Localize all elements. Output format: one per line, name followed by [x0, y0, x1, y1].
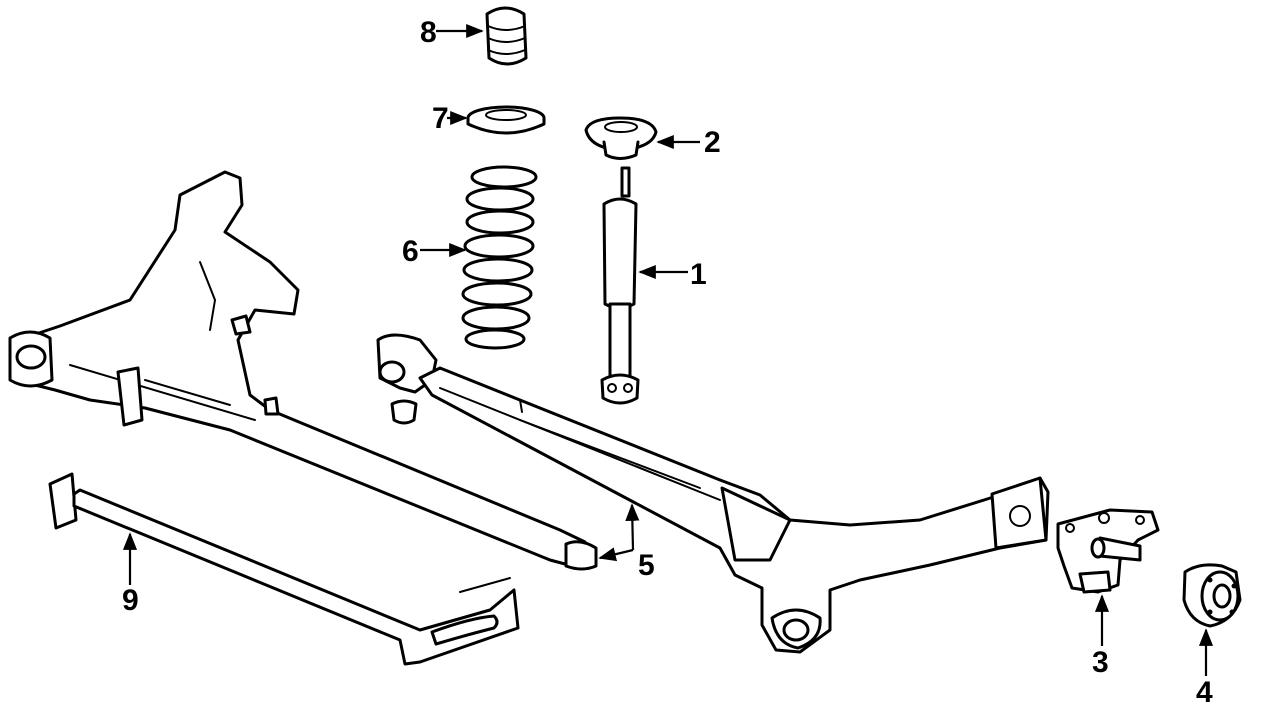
spindle-knuckle-part[interactable]: [1056, 508, 1160, 594]
callout-8: 8: [420, 16, 437, 49]
callout-6: 6: [402, 235, 419, 268]
upper-mount-part[interactable]: [584, 116, 658, 160]
coil-spring-part[interactable]: [461, 165, 538, 350]
leader-lines: [122, 23, 1214, 676]
bump-stop-part[interactable]: [485, 6, 528, 66]
shock-absorber-part[interactable]: [600, 166, 640, 405]
callout-3: 3: [1092, 646, 1109, 679]
hub-bearing-part[interactable]: [1182, 563, 1242, 628]
axle-beam-part[interactable]: [8, 170, 1050, 654]
callout-4: 4: [1196, 676, 1213, 708]
callout-5: 5: [638, 549, 655, 582]
track-bar-part[interactable]: [48, 472, 520, 666]
callout-labels: 8 7 2 6 1 5 9 3 4: [122, 16, 1213, 708]
spring-insulator-part[interactable]: [466, 105, 546, 135]
callout-7: 7: [432, 102, 449, 135]
callout-1: 1: [690, 258, 707, 291]
callout-2: 2: [704, 126, 721, 159]
callout-9: 9: [122, 584, 139, 617]
